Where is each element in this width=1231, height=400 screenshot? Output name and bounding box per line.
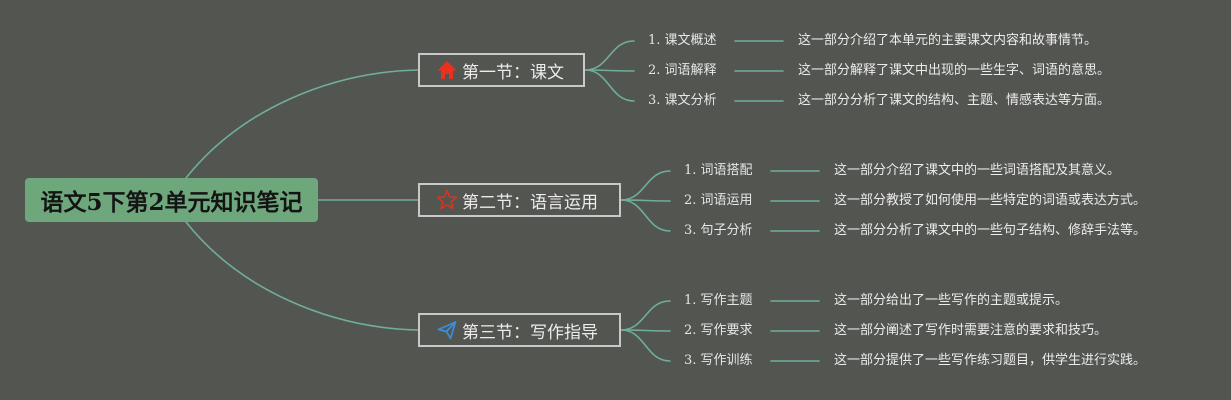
leaf-1-1-desc[interactable]: 这一部分介绍了本单元的主要课文内容和故事情节。 — [798, 33, 1098, 48]
leaf-3-2-desc[interactable]: 这一部分阐述了写作时需要注意的要求和技巧。 — [834, 323, 1108, 338]
leaf-1-3-desc[interactable]: 这一部分分析了课文的结构、主题、情感表达等方面。 — [798, 93, 1111, 108]
leaf-3-3-desc[interactable]: 这一部分提供了一些写作练习题目，供学生进行实践。 — [834, 353, 1147, 368]
leaf-1-2[interactable]: 2. 词语解释 — [648, 63, 717, 78]
section-3-topic[interactable]: 第三节：写作指导 — [418, 313, 621, 347]
connector-root-section-1 — [185, 69, 419, 179]
connector-section-1-leaf-3 — [584, 69, 635, 102]
leaf-2-1[interactable]: 1. 词语搭配 — [684, 163, 753, 178]
connector-section-3-leaf-3 — [620, 329, 671, 362]
leaf-3-2[interactable]: 2. 写作要求 — [684, 323, 753, 338]
connector-section-2-leaf-1 — [620, 170, 671, 201]
root-topic[interactable]: 语文5下第2单元知识笔记 — [25, 178, 318, 222]
leaf-1-1[interactable]: 1. 课文概述 — [648, 33, 717, 48]
leaf-3-3[interactable]: 3. 写作训练 — [684, 353, 753, 368]
leaf-2-1-desc[interactable]: 这一部分介绍了课文中的一些词语搭配及其意义。 — [834, 163, 1121, 178]
connector-section-3-leaf-1 — [620, 300, 671, 331]
leaf-2-3-desc[interactable]: 这一部分分析了课文中的一些句子结构、修辞手法等。 — [834, 223, 1147, 238]
house-icon — [436, 59, 458, 81]
section-3-title: 第三节：写作指导 — [462, 322, 598, 343]
leaf-3-1[interactable]: 1. 写作主题 — [684, 293, 753, 308]
root-topic-label: 语文5下第2单元知识笔记 — [40, 189, 303, 216]
leaf-3-1-desc[interactable]: 这一部分给出了一些写作的主题或提示。 — [834, 293, 1069, 308]
section-2-topic[interactable]: 第二节：语言运用 — [418, 183, 621, 217]
leaf-1-3[interactable]: 3. 课文分析 — [648, 93, 717, 108]
section-1-title: 第一节：课文 — [462, 62, 564, 83]
leaf-2-2[interactable]: 2. 词语运用 — [684, 193, 753, 208]
connector-section-1-leaf-1 — [584, 40, 635, 71]
paper-plane-icon — [436, 319, 458, 341]
connector-root-section-3 — [185, 221, 419, 331]
leaf-2-2-desc[interactable]: 这一部分教授了如何使用一些特定的词语或表达方式。 — [834, 193, 1147, 208]
leaf-2-3[interactable]: 3. 句子分析 — [684, 223, 753, 238]
section-2-title: 第二节：语言运用 — [462, 192, 598, 213]
section-1-topic[interactable]: 第一节：课文 — [418, 53, 585, 87]
connector-section-2-leaf-3 — [620, 199, 671, 232]
star-outline-icon — [436, 189, 458, 211]
leaf-1-2-desc[interactable]: 这一部分解释了课文中出现的一些生字、词语的意思。 — [798, 63, 1111, 78]
